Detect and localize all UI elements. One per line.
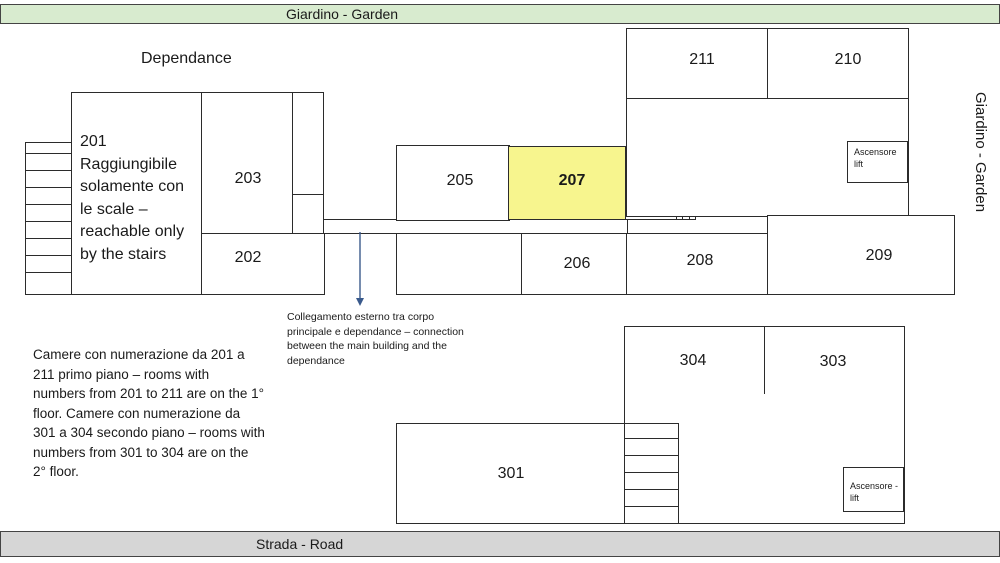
corridor-strip <box>292 194 324 235</box>
garden-strip-top: Giardino - Garden <box>0 4 1000 24</box>
room-211: 211 <box>626 28 769 99</box>
lift-second-floor-label: Ascensore - lift <box>850 481 899 503</box>
room-301: 301 <box>396 423 626 524</box>
room-203-label: 203 <box>234 170 262 187</box>
room-303-label: 303 <box>819 353 847 370</box>
service-area <box>396 233 523 295</box>
room-210: 210 <box>767 28 909 99</box>
room-203: 203 <box>201 92 294 235</box>
room-202: 202 <box>201 233 325 295</box>
room-301-label: 301 <box>497 465 525 482</box>
room-303: 303 <box>764 326 905 396</box>
main-stairs-second-floor <box>624 423 679 524</box>
room-208-label: 208 <box>686 252 714 269</box>
garden-side-label: Giardino - Garden <box>972 92 989 213</box>
dependance-stairs <box>25 142 73 295</box>
room-207-label: 207 <box>558 172 586 189</box>
dependance-label: Dependance <box>141 50 232 67</box>
room-210-label: 210 <box>834 51 862 68</box>
lift-first-floor-label: Ascensore lift <box>854 147 897 169</box>
room-304: 304 <box>624 326 766 396</box>
room-201-label: 201 Raggiungibile solamente con le scale… <box>80 133 185 263</box>
room-207: 207 <box>508 146 627 220</box>
room-304-label: 304 <box>679 352 707 369</box>
room-201: 201 Raggiungibile solamente con le scale… <box>71 92 203 295</box>
floor-numbering-note: Camere con numerazione da 201 a 211 prim… <box>33 347 265 479</box>
road-label: Strada - Road <box>256 536 344 552</box>
road-strip: Strada - Road <box>0 531 1000 557</box>
room-206-label: 206 <box>563 255 591 272</box>
room-205-label: 205 <box>446 172 474 189</box>
room-209: 209 <box>767 215 955 295</box>
garden-top-label: Giardino - Garden <box>286 6 399 22</box>
room-202-label: 202 <box>234 249 262 266</box>
corridor-strip <box>292 92 324 196</box>
room-206: 206 <box>521 233 628 295</box>
room-205: 205 <box>396 145 510 221</box>
room-211-label: 211 <box>689 51 715 68</box>
connection-note: Collegamento esterno tra corpo principal… <box>287 311 464 367</box>
room-208: 208 <box>626 233 768 295</box>
lift-second-floor: Ascensore - lift <box>843 467 904 512</box>
lift-first-floor: Ascensore lift <box>847 141 908 183</box>
connection-arrow <box>356 232 364 306</box>
room-209-label: 209 <box>865 247 893 264</box>
